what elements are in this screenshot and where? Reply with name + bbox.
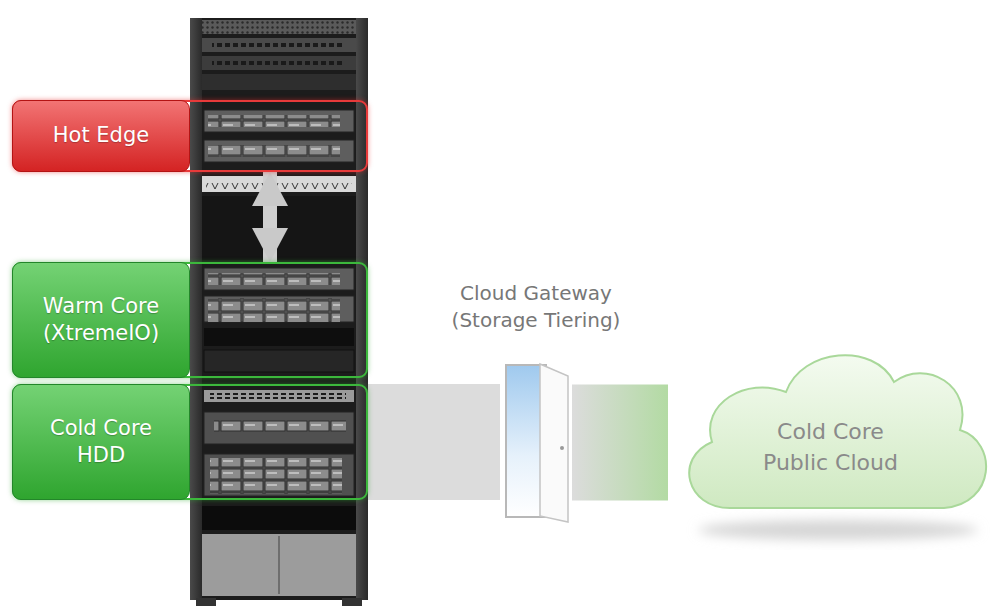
hot-servers (204, 110, 354, 162)
tiering-band (572, 385, 668, 501)
drive-bays (208, 298, 340, 322)
cold-tier-box: Cold Core HDD (12, 384, 368, 500)
cloud-text-box: Cold Core Public Cloud (668, 330, 993, 545)
drive-bays (210, 458, 342, 494)
rack-base (196, 506, 362, 606)
drive-bays (208, 145, 340, 157)
door-icon (500, 360, 572, 525)
server-unit (204, 268, 354, 290)
rack-door (202, 534, 356, 596)
door-seam (278, 536, 280, 594)
public-cloud: Cold Core Public Cloud (668, 330, 993, 545)
rack-foot (196, 598, 216, 606)
vent-panel (202, 20, 356, 34)
tier-label: Cold Core HDD (27, 415, 175, 470)
network-switch (202, 56, 356, 70)
server-unit (204, 454, 354, 496)
patch-panel-body (202, 176, 356, 192)
blank-panel (204, 328, 354, 346)
tier-label-box: Cold Core HDD (12, 384, 190, 500)
blank-panel (202, 74, 356, 90)
double-arrow (263, 172, 277, 262)
tier-label-box: Hot Edge (12, 100, 190, 172)
server-unit (204, 140, 354, 162)
server-unit (204, 110, 354, 132)
switch-ports (210, 393, 346, 399)
rack-rail (190, 18, 202, 600)
blank-space (202, 506, 356, 530)
patch-ports (206, 178, 352, 190)
network-switch (204, 390, 354, 402)
network-switch (202, 38, 356, 52)
cold-servers (204, 390, 354, 496)
rack-body (190, 18, 368, 600)
patch-panel (202, 176, 356, 260)
tier-label: Warm Core (XtremeIO) (27, 293, 175, 348)
tiering-band (368, 384, 500, 500)
server-unit (204, 412, 354, 444)
blank-space (202, 196, 356, 260)
cloud-label: Cold Core Public Cloud (743, 417, 918, 479)
drive-bays (208, 115, 340, 127)
warm-tier-box: Warm Core (XtremeIO) (12, 262, 368, 378)
tier-label-box: Warm Core (XtremeIO) (12, 262, 190, 378)
hot-tier-box: Hot Edge (12, 100, 368, 172)
drive-bays (208, 273, 340, 285)
gateway-label: Cloud Gateway (Storage Tiering) (415, 280, 657, 334)
server-unit (204, 296, 354, 322)
rack-foot (342, 598, 362, 606)
tier-label: Hot Edge (53, 122, 149, 149)
gateway-door: Cloud Gateway (Storage Tiering) (500, 360, 572, 525)
warm-servers (204, 268, 354, 372)
vent-holes (202, 20, 356, 34)
rack-frame (190, 18, 368, 600)
switch-ports (212, 42, 342, 48)
drive-bays (214, 420, 346, 432)
switch-ports (212, 60, 342, 66)
blank-panel (204, 350, 354, 372)
